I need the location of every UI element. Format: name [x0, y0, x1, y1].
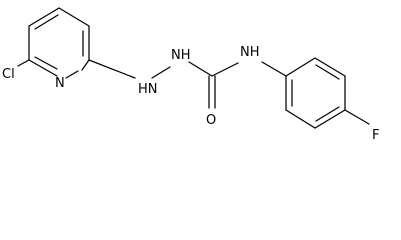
ring-bond-c3-c4 — [28, 7, 60, 27]
atom-hydrazine-nh: NH — [171, 48, 191, 63]
bond-hn-nh — [151, 66, 171, 79]
phenyl-bond-1 — [285, 57, 316, 77]
bond-c2-hn — [88, 59, 136, 79]
ring-bond-c2-c3 — [58, 7, 90, 27]
bond-nh-carbonyl-carbon — [188, 61, 213, 77]
phenyl-double-bond-a — [315, 64, 340, 80]
phenyl-double-bond-b — [315, 106, 340, 122]
bond-c5-cl — [17, 59, 30, 67]
ring-double-bond-c5-c6 — [34, 56, 58, 70]
ring-bond-c6-n — [65, 70, 79, 79]
bond-carbonyl-carbon-nh — [211, 62, 239, 77]
bond-phenyl-f — [344, 109, 370, 125]
phenyl-ring — [285, 57, 346, 129]
pyridine-ring — [28, 7, 90, 79]
atom-carbonyl-oxygen: O — [206, 113, 216, 128]
ring-bond-c5-c6 — [28, 59, 58, 77]
phenyl-bond-4 — [314, 109, 346, 129]
ring-bond-n-c2-upper — [81, 59, 90, 71]
ring-double-bond-c3-c4 — [34, 14, 59, 30]
atom-pyridine-nitrogen: N — [55, 76, 65, 91]
atom-fluorine: F — [372, 128, 379, 143]
atom-amide-nh: NH — [240, 45, 260, 60]
phenyl-bond-5 — [285, 109, 316, 129]
atom-chlorine: Cl — [2, 67, 15, 82]
bond-nh-phenyl — [261, 61, 287, 77]
atom-hydrazine-hn: HN — [138, 82, 158, 97]
phenyl-bond-2 — [314, 57, 346, 77]
molecule-structure: Cl N HN NH NH O F — [2, 7, 379, 143]
